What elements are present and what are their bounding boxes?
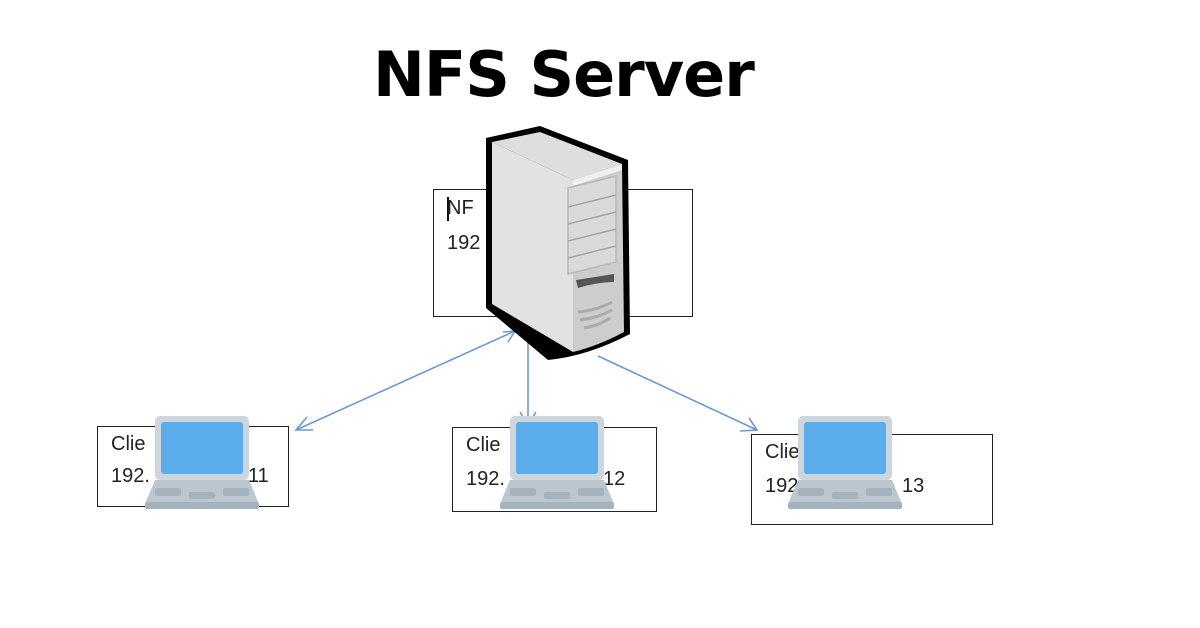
diagram-title: NFS Server <box>373 38 755 111</box>
client-name-label: Clie <box>765 441 800 463</box>
text-cursor <box>447 197 449 221</box>
server-name-label: NF <box>447 197 474 219</box>
client-name-label: Clie <box>466 434 501 456</box>
server-tower-icon <box>486 126 630 360</box>
laptop-icon <box>788 416 902 509</box>
client-ip-label: 192 <box>765 475 799 497</box>
connector-to-client-3 <box>597 355 759 432</box>
server-ip-label: 192 <box>447 232 481 254</box>
client-ip-suffix: 12 <box>603 468 626 490</box>
client-name-label: Clie <box>111 433 146 455</box>
client-ip-label: 192. <box>111 465 150 487</box>
laptop-icon <box>500 416 614 509</box>
drive-bays <box>567 175 617 275</box>
laptop-icon <box>145 416 259 509</box>
client-ip-label: 192. <box>466 468 505 490</box>
client-ip-suffix: 11 <box>248 465 269 487</box>
client-ip-suffix: 13 <box>902 475 925 497</box>
